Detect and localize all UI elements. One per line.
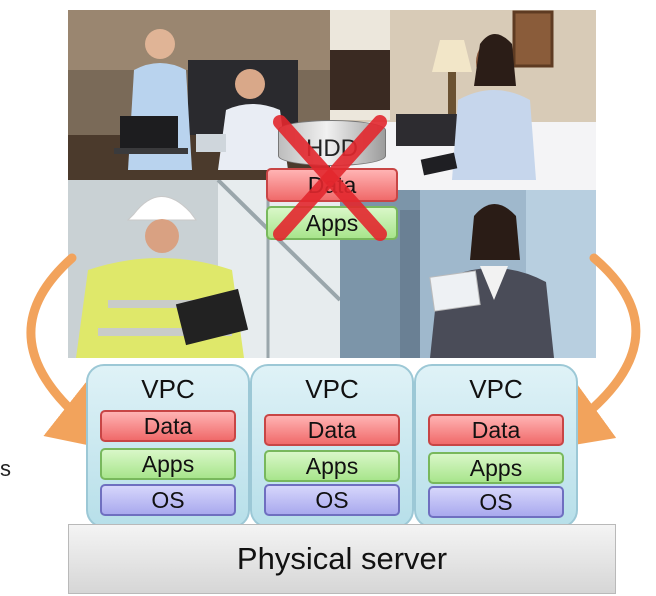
- hdd-apps-label: Apps: [305, 209, 359, 236]
- os-layer: OS: [264, 484, 400, 516]
- businesswoman-photo: [340, 190, 596, 358]
- cross-out-icon: [273, 115, 387, 241]
- left-curved-arrow: [26, 253, 123, 453]
- vpc-title: VPC: [141, 374, 195, 404]
- apps-layer: Apps: [100, 448, 236, 480]
- data-layer: Data: [428, 414, 564, 446]
- vpc-box-1: VPC Data Apps OS: [86, 364, 250, 528]
- vpc-box-2: VPC Data Apps OS: [250, 364, 414, 528]
- physical-server-bar: Physical server: [68, 524, 616, 594]
- apps-layer: Apps: [428, 452, 564, 484]
- os-layer: OS: [428, 486, 564, 518]
- apps-layer: Apps: [264, 450, 400, 482]
- data-layer: Data: [100, 410, 236, 442]
- vpc-title: VPC: [305, 374, 359, 404]
- physical-server-label: Physical server: [236, 541, 448, 576]
- data-layer: Data: [264, 414, 400, 446]
- edge-text-fragment: s: [0, 456, 11, 481]
- right-curved-arrow: [536, 253, 641, 452]
- vpc-box-3: VPC Data Apps OS: [414, 364, 578, 528]
- vpc-title: VPC: [469, 374, 523, 404]
- os-layer: OS: [100, 484, 236, 516]
